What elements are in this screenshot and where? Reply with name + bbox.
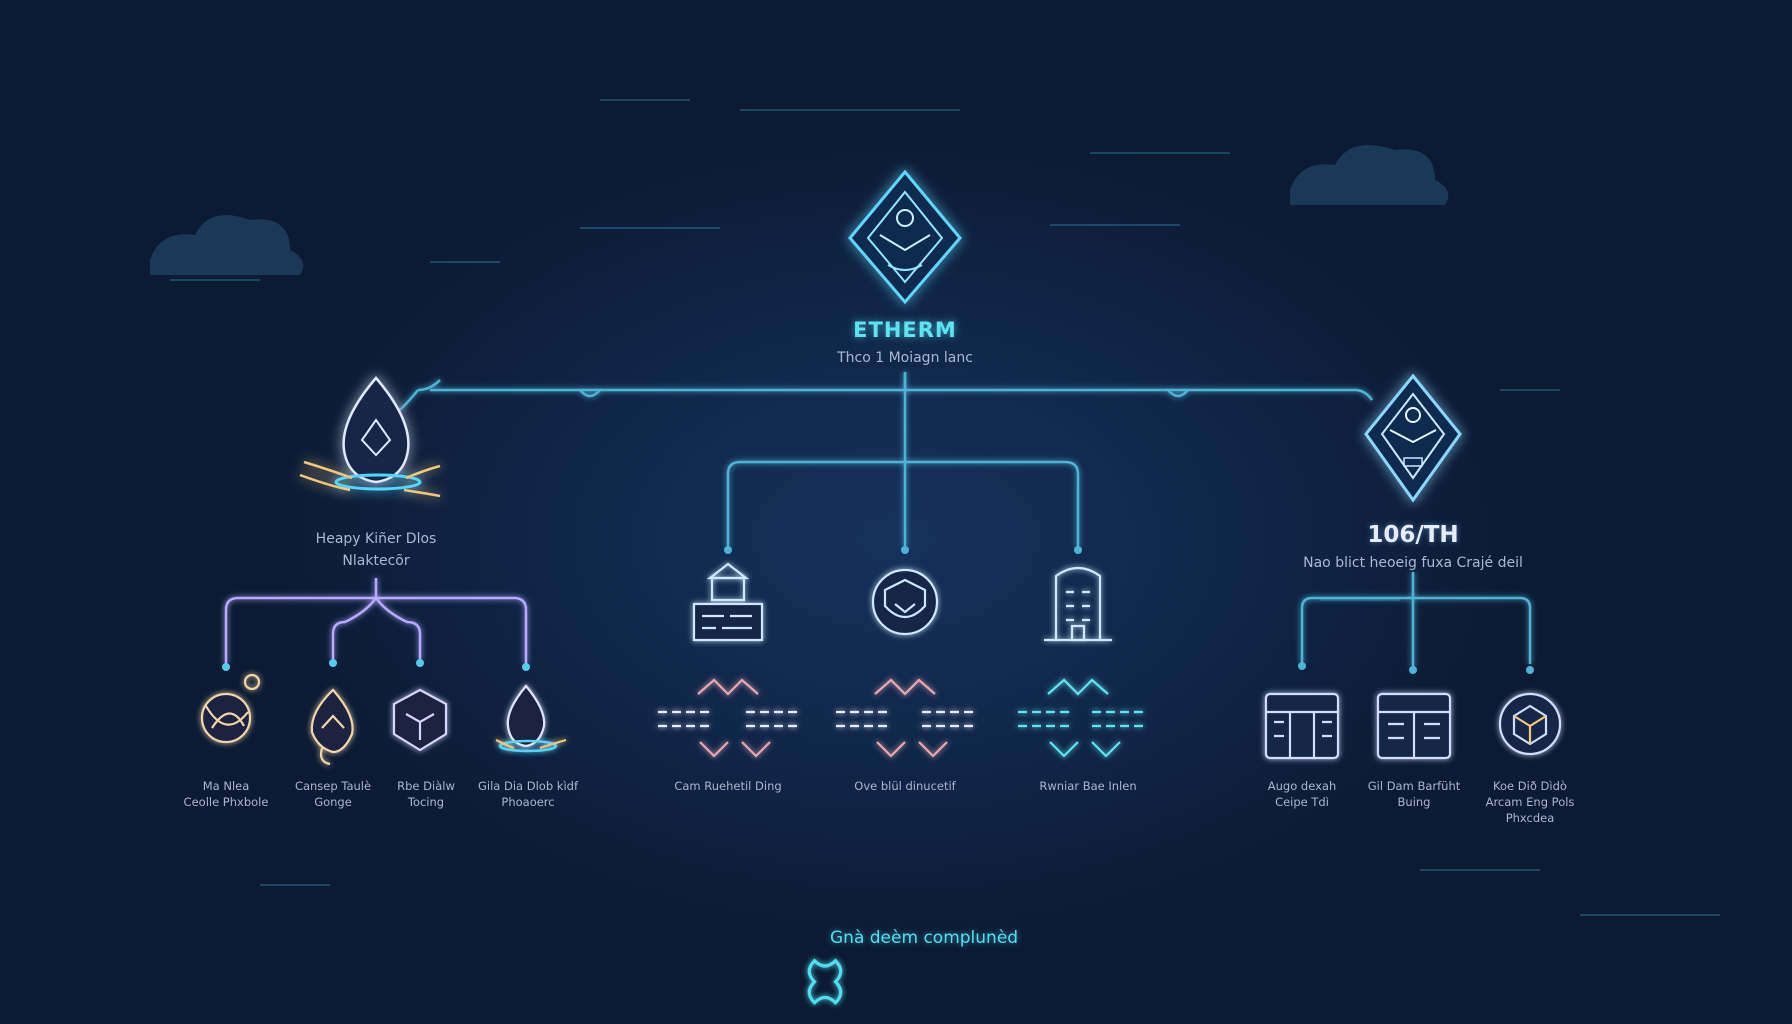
left-child-4-line1: Gila Dia Dlob kìdf [477, 779, 579, 793]
footer-x-knot-icon [807, 958, 843, 1005]
background-glow [176, 50, 1616, 990]
decor-clouds [150, 145, 1449, 275]
left-branch-title-line2: Nlaktecõr [342, 553, 410, 569]
right-child-3-label: Koe Dið Dìdò Arcam Eng Pols Phxcdea [1486, 778, 1575, 826]
decor-dashes [170, 99, 1720, 916]
right-child-3-line2: Arcam Eng Pols [1485, 795, 1575, 809]
hex-shield-icon [392, 688, 448, 752]
left-droplet-icon [299, 376, 441, 498]
right-branch-title: 106/TH [1367, 522, 1459, 548]
root-ethereum-icon [848, 169, 962, 305]
left-child-1-line2: Ceolle Phxbole [183, 795, 269, 809]
center-child-3-label: Rwniar Bae Inlen [1039, 779, 1137, 793]
circuit-motifs [658, 678, 1144, 758]
left-connector-dots [222, 659, 530, 671]
left-child-3-line2: Tocing [407, 795, 445, 809]
right-child-1-line1: Augo dexah [1267, 779, 1337, 793]
center-child-2-label: Ove blül dinucetif [854, 779, 956, 793]
center-child-1-label: Cam Ruehetil Ding [674, 779, 782, 793]
cube-badge-icon [1498, 692, 1562, 756]
round-shield-icon [871, 568, 939, 636]
right-child-2-line2: Buing [1397, 795, 1431, 809]
right-child-2-label: Gil Dam Barfüht Buing [1368, 778, 1461, 810]
left-child-4-line2: Phoaoerc [501, 795, 555, 809]
flame-leaf-icon [310, 688, 354, 766]
terminal-icon [692, 562, 764, 642]
footer-status: Gnà deèm complunèd [830, 928, 1018, 948]
left-child-2-line2: Gonge [314, 795, 352, 809]
droplet-icon [495, 684, 567, 753]
building-icon [1044, 566, 1112, 642]
dashboard-icon [1264, 692, 1340, 760]
left-branch-title-line1: Heapy Kiñer Dlos [315, 531, 437, 547]
left-child-2-label: Cansep Taulè Gonge [295, 778, 371, 810]
right-child-3-line3: Phxcdea [1505, 811, 1555, 825]
left-child-4-label: Gila Dia Dlob kìdf Phoaoerc [478, 778, 578, 810]
right-branch-subtitle: Nao blict heoeig fuxa Crajé deil [1303, 555, 1523, 571]
right-child-3-line1: Koe Dið Dìdò [1493, 779, 1567, 793]
footer-text: Gnà deèm complunèd [830, 928, 1019, 948]
connector-lines [399, 372, 1532, 668]
left-connector-lines [224, 578, 528, 664]
right-child-2-line1: Gil Dam Barfüht [1367, 779, 1461, 793]
connector-dots [724, 546, 1534, 674]
shell-icon [200, 673, 261, 744]
left-child-1-label: Ma Nlea Ceolle Phxbole [184, 778, 269, 810]
right-child-1-label: Augo dexah Ceipe Tdì [1268, 778, 1336, 810]
root-subtitle: Thco 1 Moiagn lanc [837, 350, 973, 366]
left-child-3-label: Rbe Diàlw Tocing [397, 778, 455, 810]
right-child-1-line2: Ceipe Tdì [1275, 795, 1329, 809]
gate-icon [1376, 692, 1452, 760]
left-child-3-line1: Rbe Diàlw [397, 779, 455, 793]
root-title: ETHERM [853, 318, 957, 342]
right-ethereum-icon [1364, 373, 1462, 503]
left-child-2-line1: Cansep Taulè [294, 779, 372, 793]
left-child-1-line1: Ma Nlea [202, 779, 250, 793]
